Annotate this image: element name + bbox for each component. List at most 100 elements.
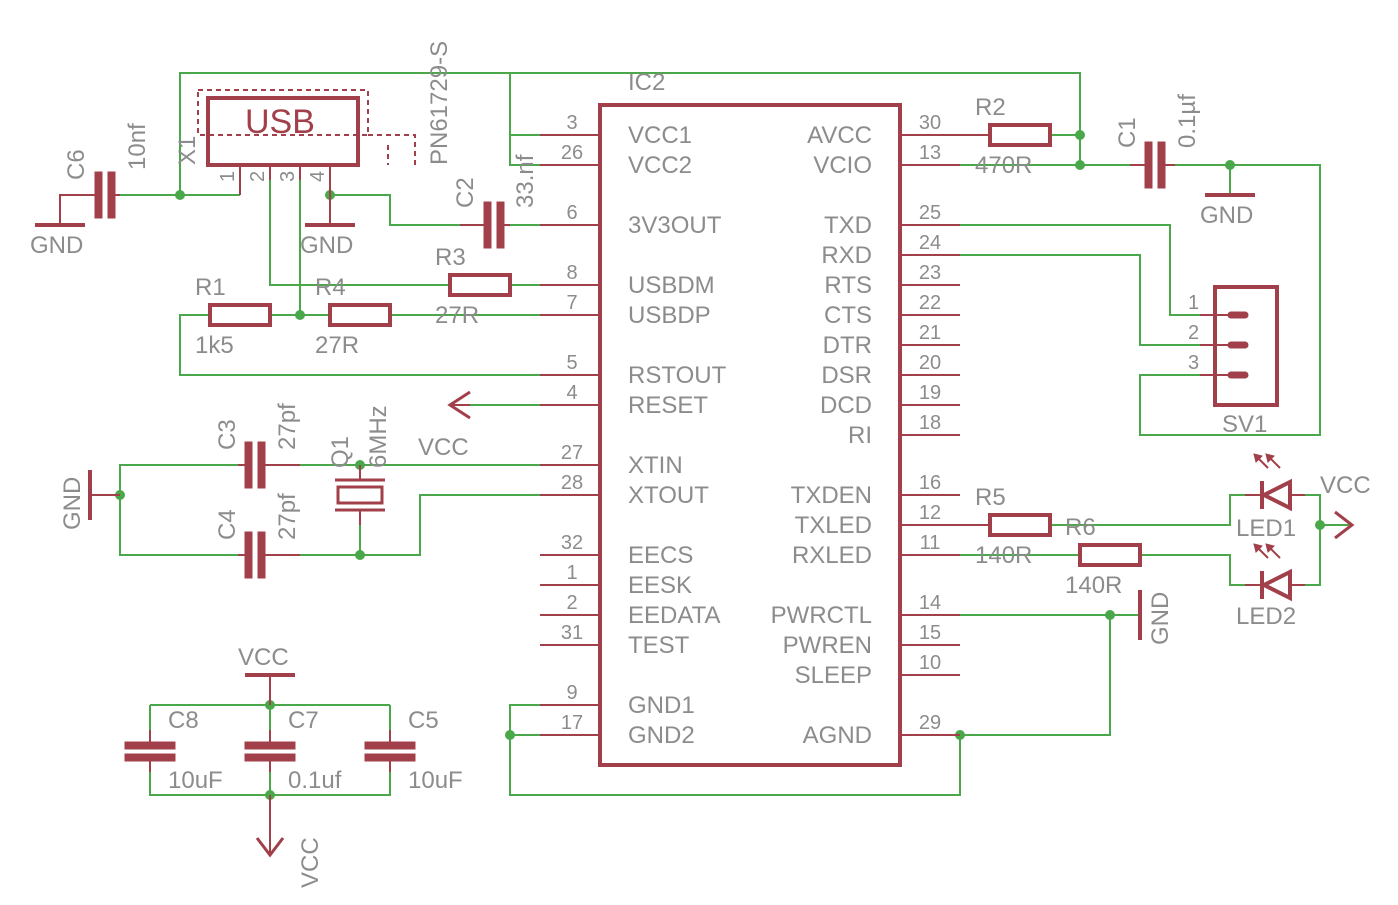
- usb-connector: USB 1 2 3 4 X1 PN61729-S: [174, 41, 453, 195]
- ic2-pin-name: EESK: [628, 572, 692, 599]
- c1-ref: C1: [1114, 117, 1141, 148]
- vcc-arrow-decoupling: VCC: [255, 795, 324, 888]
- ic2-pin-name: RI: [848, 422, 872, 449]
- r1-ref: R1: [195, 274, 226, 301]
- led2-ref: LED2: [1236, 603, 1296, 630]
- ic2-pin-number: 12: [919, 502, 941, 524]
- ic2-pin-name: XTOUT: [628, 482, 709, 509]
- ic2-pin-name: RSTOUT: [628, 362, 727, 389]
- sv1-pin-1: 1: [1188, 292, 1199, 314]
- ic2-pin-number: 27: [561, 442, 583, 464]
- vcc-label-decoupling-bottom: VCC: [297, 837, 324, 888]
- c6-value: 10nf: [124, 123, 151, 170]
- usb-pin-1: 1: [217, 171, 239, 182]
- sv1-pin-2: 2: [1188, 322, 1199, 344]
- ic2-pin-name: RXLED: [792, 542, 872, 569]
- vcc-arrow-reset: VCC: [418, 390, 471, 461]
- ic2-pin-number: 1: [566, 562, 577, 584]
- junctions: [115, 130, 1325, 800]
- led-led2: LED2: [1236, 543, 1305, 630]
- capacitor-c3: C3 27pf: [214, 403, 301, 489]
- ic2-pin-name: PWREN: [783, 632, 872, 659]
- capacitor-c4: C4 27pf: [214, 493, 301, 579]
- ic2-pin-number: 29: [919, 712, 941, 734]
- c3-ref: C3: [214, 419, 241, 450]
- gnd-label-crystal: GND: [59, 477, 86, 530]
- ic2-pin-name: 3V3OUT: [628, 212, 722, 239]
- ic2-pin-name: TEST: [628, 632, 690, 659]
- c1-value: 0.1µf: [1174, 94, 1201, 148]
- ic2-pin-number: 18: [919, 412, 941, 434]
- usb-label: USB: [245, 103, 315, 141]
- c5-ref: C5: [408, 707, 439, 734]
- ic2-pin-number: 7: [566, 292, 577, 314]
- capacitor-c6: C6 10nf: [59, 123, 151, 225]
- ic2-pin-name: RESET: [628, 392, 708, 419]
- resistor-r1: R1 1k5: [195, 274, 272, 359]
- ic2-pin-number: 16: [919, 472, 941, 494]
- ic2-pin-name: RXD: [821, 242, 872, 269]
- ic2-pin-number: 11: [920, 532, 941, 554]
- r1-value: 1k5: [195, 332, 234, 359]
- ic2-pin-number: 3: [566, 112, 577, 134]
- ic2-pin-name: TXDEN: [791, 482, 872, 509]
- ic2-pin-number: 31: [561, 622, 583, 644]
- ic2-pin-number: 15: [919, 622, 941, 644]
- r2-ref: R2: [975, 94, 1006, 121]
- resistor-r2: R2 470R: [960, 94, 1052, 179]
- gnd-label-c1: GND: [1200, 202, 1253, 229]
- ic2-pin-name: RTS: [824, 272, 872, 299]
- c8-value: 10uF: [168, 767, 223, 794]
- c2-value: 33.nf: [512, 154, 539, 208]
- r4-ref: R4: [315, 274, 346, 301]
- ic2-pin-name: SLEEP: [795, 662, 872, 689]
- q1-ref: Q1: [327, 436, 354, 468]
- ic2-pin-name: TXLED: [795, 512, 872, 539]
- ic2-pin-number: 21: [919, 322, 941, 344]
- resistor-r4: R4 27R: [315, 274, 392, 359]
- ic2-pin-name: CTS: [824, 302, 872, 329]
- ic2-pin-name: DTR: [823, 332, 872, 359]
- gnd-label-usb: GND: [300, 232, 353, 259]
- vcc-label-led: VCC: [1320, 472, 1371, 499]
- ic2-pin-name: TXD: [824, 212, 872, 239]
- ic2-pin-number: 26: [561, 142, 583, 164]
- gnd-symbol-usb: GND: [300, 195, 355, 259]
- r2-value: 470R: [975, 152, 1032, 179]
- capacitor-c5: C5 10uF: [364, 707, 463, 794]
- resistor-r6: R6 140R: [1065, 514, 1142, 599]
- c7-value: 0.1uf: [288, 767, 342, 794]
- usb-part-number: PN61729-S: [426, 41, 453, 165]
- ic2-pin-number: 5: [566, 352, 577, 374]
- ic2-pin-name: VCC1: [628, 122, 692, 149]
- gnd-label-right: GND: [1147, 592, 1174, 645]
- led-led1: LED1: [1236, 453, 1305, 542]
- ic2-pin-number: 17: [561, 712, 583, 734]
- ic2-pin-number: 22: [919, 292, 941, 314]
- ic2-pin-number: 6: [566, 202, 577, 224]
- resistor-r3: R3 27R: [435, 244, 512, 329]
- ic2-pin-name: USBDP: [628, 302, 711, 329]
- c2-ref: C2: [452, 177, 479, 208]
- vcc-label-reset: VCC: [418, 434, 469, 461]
- ic2-pin-number: 25: [919, 202, 941, 224]
- gnd-label-c6: GND: [30, 232, 83, 259]
- capacitor-c1: C1 0.1µf: [1114, 94, 1201, 189]
- r3-value: 27R: [435, 302, 479, 329]
- ic2-pin-name: DSR: [821, 362, 872, 389]
- capacitor-c7: C7 0.1uf: [244, 707, 342, 794]
- capacitor-c8: C8 10uF: [124, 707, 223, 794]
- r5-ref: R5: [975, 484, 1006, 511]
- header-sv1: 1 2 3 SV1: [1188, 285, 1279, 438]
- vcc-bar-decoupling: VCC: [238, 644, 295, 705]
- gnd-symbol-right: GND: [1138, 590, 1174, 645]
- ic2-pin-number: 2: [566, 592, 577, 614]
- usb-pin-4: 4: [307, 171, 329, 182]
- ic2-pin-number: 23: [919, 262, 941, 284]
- capacitor-c2: C2 33.nf: [452, 154, 539, 249]
- r3-ref: R3: [435, 244, 466, 271]
- ic2-pin-number: 32: [561, 532, 583, 554]
- gnd-symbol-c1: GND: [1200, 193, 1255, 229]
- c8-ref: C8: [168, 707, 199, 734]
